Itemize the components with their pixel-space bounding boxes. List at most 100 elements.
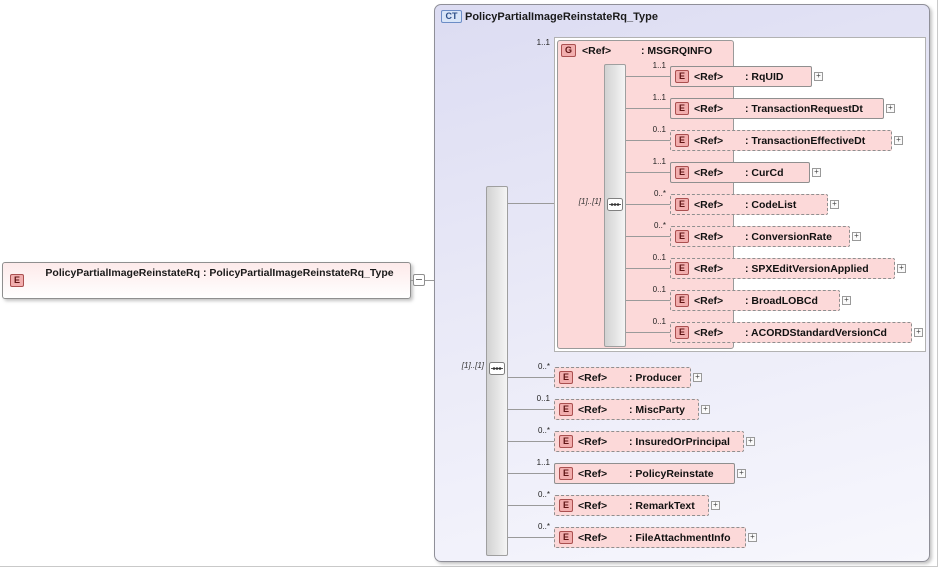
collapse-toggle-icon[interactable] xyxy=(413,274,425,286)
expand-icon[interactable]: + xyxy=(814,72,823,81)
connector-line xyxy=(626,76,670,77)
element-ref-label: <Ref> xyxy=(694,71,724,83)
element-badge-icon: E xyxy=(675,70,689,83)
element-name-label: : CodeList xyxy=(745,199,797,211)
expand-icon[interactable]: + xyxy=(748,533,757,542)
element-ref-label: <Ref> xyxy=(578,500,608,512)
element-row-rquid[interactable]: E <Ref> : RqUID xyxy=(670,66,812,87)
connector-line xyxy=(508,505,554,506)
element-row-policyreinstate[interactable]: E <Ref> : PolicyReinstate xyxy=(554,463,735,484)
element-name-label: : PolicyReinstate xyxy=(629,468,714,480)
element-badge-icon: E xyxy=(675,230,689,243)
expand-icon[interactable]: + xyxy=(897,264,906,273)
element-ref-label: <Ref> xyxy=(578,468,608,480)
expand-icon[interactable]: + xyxy=(737,469,746,478)
group-scope-panel: G <Ref> : MSGRQINFO [1]..[1] xyxy=(554,37,926,352)
element-badge-icon: E xyxy=(675,326,689,339)
connector-line xyxy=(626,140,670,141)
connector-line xyxy=(508,203,554,204)
expand-icon[interactable]: + xyxy=(711,501,720,510)
expand-icon[interactable]: + xyxy=(894,136,903,145)
element-row-fileattachmentinfo[interactable]: E <Ref> : FileAttachmentInfo xyxy=(554,527,746,548)
root-element-box[interactable]: E PolicyPartialImageReinstateRq : Policy… xyxy=(2,262,411,299)
cardinality-label: 0..1 xyxy=(652,317,666,326)
connector-line xyxy=(626,204,670,205)
expand-icon[interactable]: + xyxy=(812,168,821,177)
element-badge-icon: E xyxy=(675,102,689,115)
connector-line xyxy=(626,268,670,269)
occurrence-label: [1]..[1] xyxy=(578,197,601,206)
element-ref-label: <Ref> xyxy=(694,327,724,339)
element-name-label: : InsuredOrPrincipal xyxy=(629,436,730,448)
complex-type-title: PolicyPartialImageReinstateRq_Type xyxy=(465,11,658,23)
complex-type-box[interactable]: CT PolicyPartialImageReinstateRq_Type [1… xyxy=(434,4,930,562)
element-name-label: : TransactionEffectiveDt xyxy=(745,135,866,147)
group-badge-icon: G xyxy=(561,44,576,57)
element-badge-icon: E xyxy=(675,198,689,211)
element-row-miscparty[interactable]: E <Ref> : MiscParty xyxy=(554,399,699,420)
element-row-conversionrate[interactable]: E <Ref> : ConversionRate xyxy=(670,226,850,247)
element-row-acordstandardversioncd[interactable]: E <Ref> : ACORDStandardVersionCd xyxy=(670,322,912,343)
element-name-label: : FileAttachmentInfo xyxy=(629,532,731,544)
expand-icon[interactable]: + xyxy=(830,200,839,209)
element-row-transactioneffectivedt[interactable]: E <Ref> : TransactionEffectiveDt xyxy=(670,130,892,151)
expand-icon[interactable]: + xyxy=(914,328,923,337)
element-ref-label: <Ref> xyxy=(578,404,608,416)
element-row-insuredorprincipal[interactable]: E <Ref> : InsuredOrPrincipal xyxy=(554,431,744,452)
cardinality-label: 1..1 xyxy=(652,61,666,70)
cardinality-label: 0..1 xyxy=(652,285,666,294)
complex-type-badge-icon: CT xyxy=(441,10,462,23)
element-ref-label: <Ref> xyxy=(578,532,608,544)
element-row-curcd[interactable]: E <Ref> : CurCd xyxy=(670,162,810,183)
element-name-label: : RemarkText xyxy=(629,500,695,512)
element-row-producer[interactable]: E <Ref> : Producer xyxy=(554,367,691,388)
element-badge-icon: E xyxy=(675,134,689,147)
expand-icon[interactable]: + xyxy=(842,296,851,305)
element-name-label: : TransactionRequestDt xyxy=(745,103,863,115)
connector-line xyxy=(626,332,670,333)
element-badge-icon: E xyxy=(559,467,573,480)
element-ref-label: <Ref> xyxy=(578,372,608,384)
element-row-codelist[interactable]: E <Ref> : CodeList xyxy=(670,194,828,215)
element-badge-icon: E xyxy=(675,166,689,179)
element-badge-icon: E xyxy=(559,435,573,448)
occurrence-label: [1]..[1] xyxy=(461,361,484,370)
cardinality-label: 0..* xyxy=(537,426,550,435)
cardinality-label: 0..* xyxy=(653,189,666,198)
cardinality-label: 1..1 xyxy=(536,38,550,47)
expand-icon[interactable]: + xyxy=(746,437,755,446)
element-name-label: : ACORDStandardVersionCd xyxy=(745,327,887,339)
element-row-spxeditversionapplied[interactable]: E <Ref> : SPXEditVersionApplied xyxy=(670,258,895,279)
group-name-label: : MSGRQINFO xyxy=(641,45,713,57)
group-ref-label: <Ref> xyxy=(582,45,612,57)
expand-icon[interactable]: + xyxy=(852,232,861,241)
element-ref-label: <Ref> xyxy=(694,295,724,307)
element-row-broadlobcd[interactable]: E <Ref> : BroadLOBCd xyxy=(670,290,840,311)
expand-icon[interactable]: + xyxy=(886,104,895,113)
element-name-label: : BroadLOBCd xyxy=(745,295,818,307)
element-badge-icon: E xyxy=(10,274,24,287)
element-row-transactionrequestdt[interactable]: E <Ref> : TransactionRequestDt xyxy=(670,98,884,119)
sequence-icon[interactable] xyxy=(607,198,623,211)
sequence-icon[interactable] xyxy=(489,362,505,375)
expand-icon[interactable]: + xyxy=(701,405,710,414)
cardinality-label: 0..1 xyxy=(652,253,666,262)
cardinality-label: 1..1 xyxy=(652,93,666,102)
element-badge-icon: E xyxy=(559,499,573,512)
element-badge-icon: E xyxy=(675,294,689,307)
element-ref-label: <Ref> xyxy=(694,167,724,179)
element-badge-icon: E xyxy=(675,262,689,275)
cardinality-label: 0..1 xyxy=(536,394,550,403)
expand-icon[interactable]: + xyxy=(693,373,702,382)
connector-line xyxy=(508,409,554,410)
element-name-label: : RqUID xyxy=(745,71,784,83)
element-ref-label: <Ref> xyxy=(694,263,724,275)
element-ref-label: <Ref> xyxy=(694,135,724,147)
element-badge-icon: E xyxy=(559,531,573,544)
element-name-label: : MiscParty xyxy=(629,404,686,416)
element-row-remarktext[interactable]: E <Ref> : RemarkText xyxy=(554,495,709,516)
element-name-label: : Producer xyxy=(629,372,682,384)
cardinality-label: 0..1 xyxy=(652,125,666,134)
cardinality-label: 0..* xyxy=(537,362,550,371)
